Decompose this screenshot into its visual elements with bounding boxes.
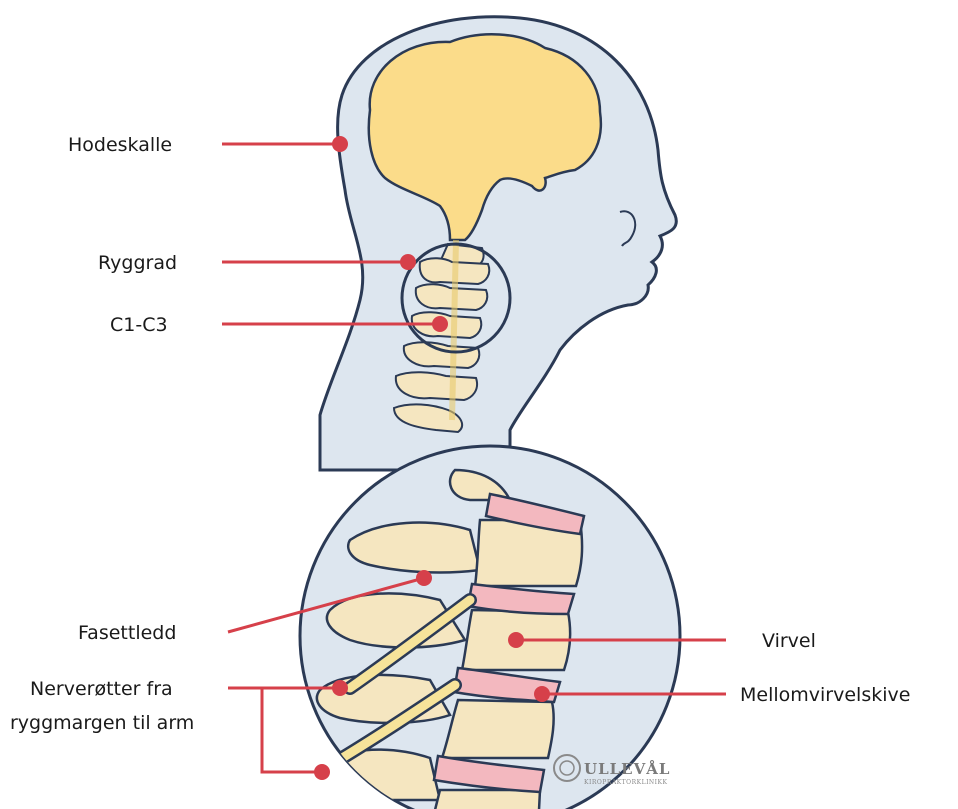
- label-c1c3: C1-C3: [110, 314, 168, 336]
- label-nerve-roots-2: ryggmargen til arm: [10, 712, 194, 734]
- label-facet-joint: Fasettledd: [78, 622, 176, 644]
- spinal-cord: [452, 240, 456, 420]
- label-nerve-roots-1: Nerverøtter fra: [30, 678, 173, 700]
- logo-subtitle: KIROPRAKTORKLINIKK: [584, 779, 668, 786]
- label-vertebra: Virvel: [762, 630, 816, 652]
- pointer-skull: [222, 136, 348, 152]
- logo-name: ULLEVÅL: [584, 760, 670, 778]
- label-spine: Ryggrad: [98, 252, 177, 274]
- label-skull: Hodeskalle: [68, 134, 172, 156]
- label-disc: Mellomvirvelskive: [740, 684, 910, 706]
